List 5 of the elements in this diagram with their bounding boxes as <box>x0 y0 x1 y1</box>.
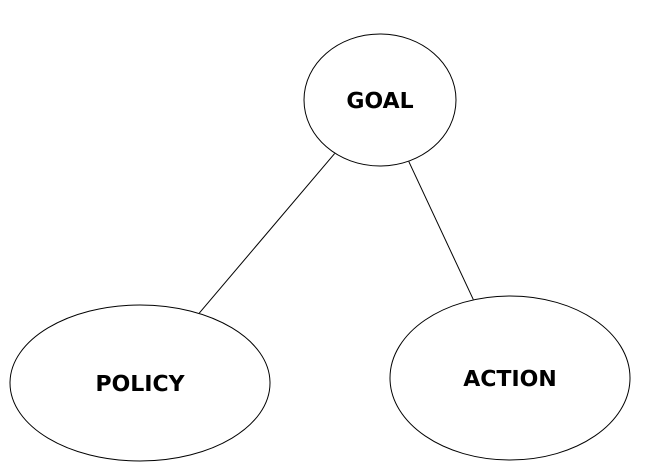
ellipse-node: POLICY <box>10 304 270 462</box>
connector-line <box>408 161 474 300</box>
ellipse-node: ACTION <box>390 296 630 460</box>
connector-line <box>198 153 336 314</box>
ellipse-node: GOAL <box>304 34 456 166</box>
